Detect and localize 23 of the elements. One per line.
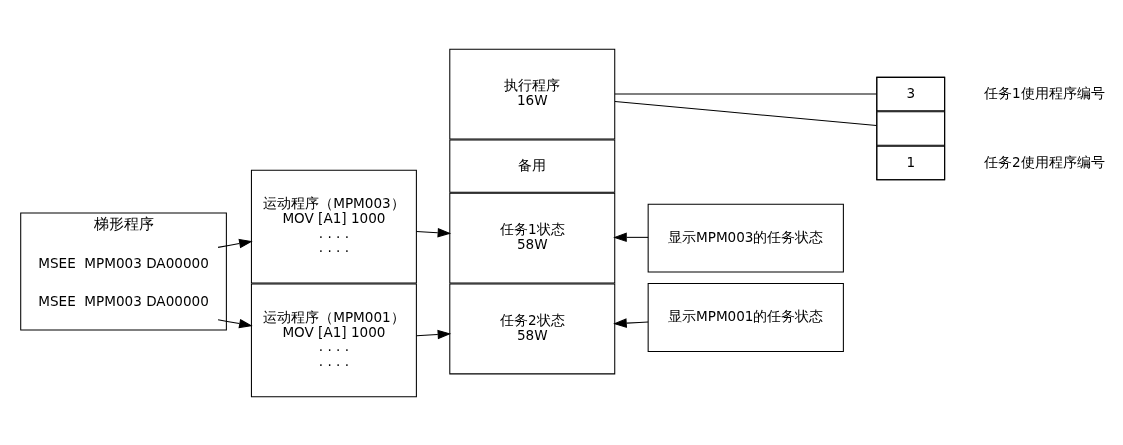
node-text: MSEE MPM003 DA00000 (38, 292, 209, 309)
node-text: MSEE MPM003 DA00000 (38, 254, 209, 271)
node-box: 显示MPM003的任务状态 (647, 203, 844, 273)
arrow (613, 317, 649, 328)
node-label: 任务2使用程序编号 (984, 153, 1105, 170)
node-box: 任务1状态 58W (449, 192, 616, 284)
arrow (613, 232, 649, 242)
arrow (217, 318, 253, 328)
node-box: 运动程序（MPM003） MOV [A1] 1000 . . . . . . . . (250, 169, 417, 284)
node-box: 3 (876, 76, 946, 111)
connector (614, 100, 877, 126)
node-box: 1 (876, 145, 946, 180)
node-box: 运动程序（MPM001） MOV [A1] 1000 . . . . . . . . (250, 283, 417, 397)
arrow (217, 238, 253, 248)
arrow (415, 329, 452, 339)
node-box: 备用 (449, 139, 616, 193)
node-label: 任务1使用程序编号 (984, 84, 1105, 101)
node-box: 显示MPM001的任务状态 (647, 282, 844, 352)
node-box (876, 110, 946, 146)
connector (614, 93, 877, 95)
node-box: 执行程序 16W (449, 48, 616, 139)
node-box: 任务2状态 58W (449, 283, 616, 374)
arrow (415, 227, 452, 237)
